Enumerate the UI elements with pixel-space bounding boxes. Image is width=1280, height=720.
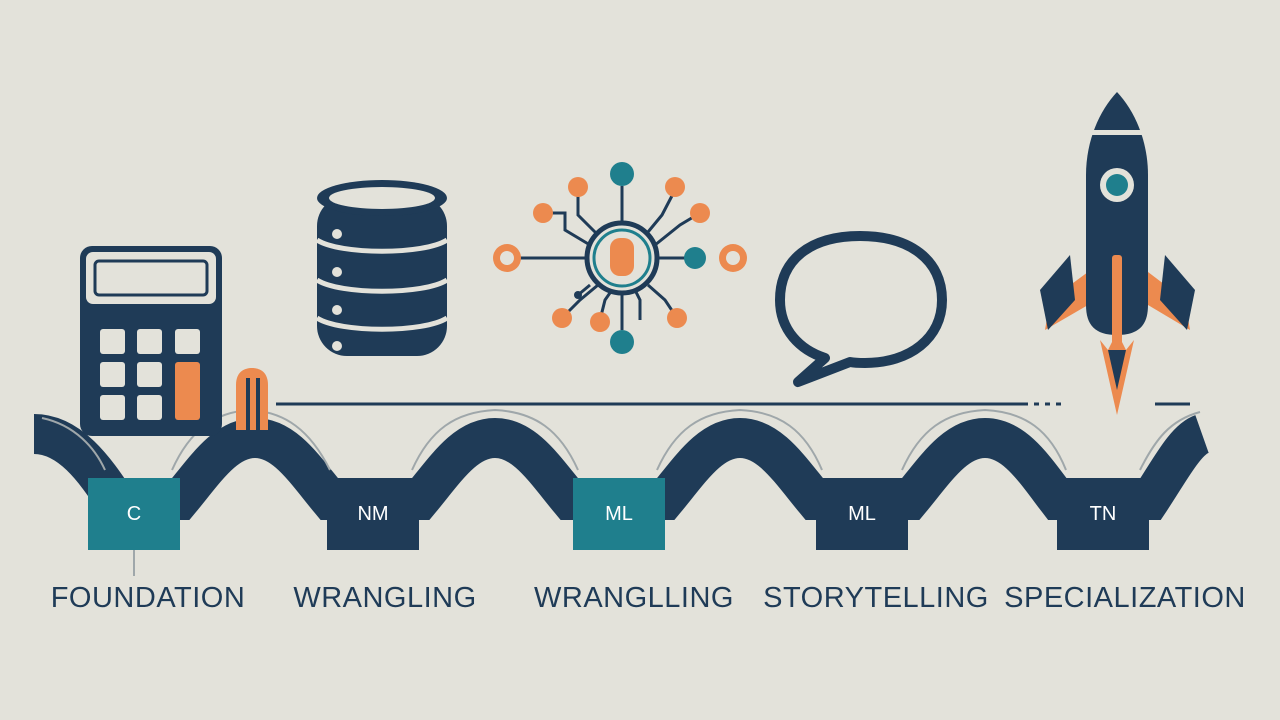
stage-box-wranglling: ML: [573, 478, 665, 550]
neural-network-icon: [493, 162, 747, 354]
stage-box-storytelling: ML: [816, 478, 908, 550]
database-icon: [315, 180, 449, 356]
rocket-icon: [1040, 92, 1195, 415]
stage-label-specialization: SPECIALIZATION: [1004, 582, 1246, 614]
stage-box-foundation: C: [88, 478, 180, 550]
stage-box-specialization: TN: [1057, 478, 1149, 550]
calculator-icon: [80, 246, 222, 436]
stage-label-storytelling: STORYTELLING: [763, 582, 989, 614]
bookmark-marker: [236, 368, 268, 430]
wavy-road: [32, 414, 1211, 520]
stage-label-foundation: FOUNDATION: [50, 582, 246, 614]
speech-bubble-icon: [775, 231, 947, 387]
stage-label-wranglling: WRANGLLING: [534, 582, 734, 614]
stage-box-wrangling: NM: [327, 478, 419, 550]
connector-foundation: [133, 550, 135, 576]
stage-label-wrangling: WRANGLING: [293, 582, 477, 614]
